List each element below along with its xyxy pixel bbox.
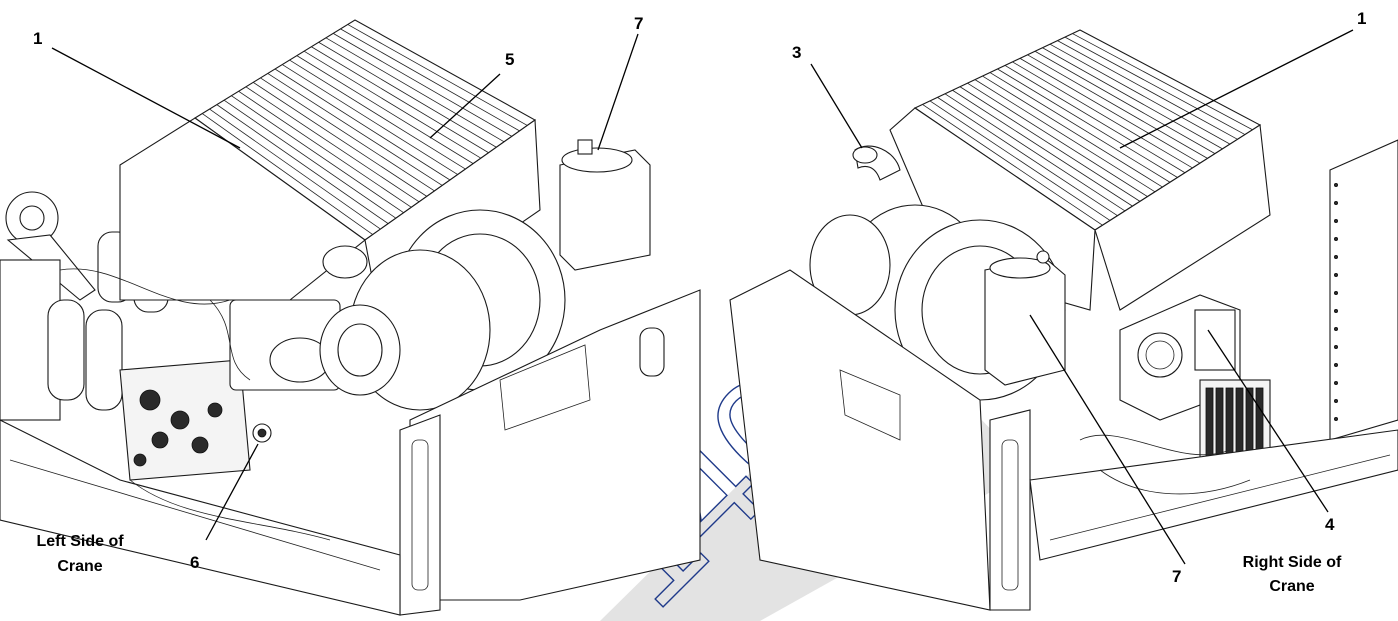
caption-left-line2: Crane	[57, 558, 102, 575]
right-radiator-fins	[922, 33, 1253, 226]
drawing-line	[967, 82, 1148, 197]
leader-left-6	[205, 443, 259, 541]
valve-section	[1215, 387, 1224, 463]
drawing-line	[1057, 40, 1238, 140]
drawing-line	[974, 79, 1156, 193]
caption-left-line1: Left Side of	[36, 533, 124, 550]
drawing-line	[325, 37, 505, 143]
drawing-line	[1012, 61, 1193, 169]
leader-left-5	[429, 73, 501, 139]
drawing-line	[296, 55, 474, 164]
rivet	[1334, 380, 1339, 385]
drawing-line	[311, 46, 489, 154]
rivet	[1334, 362, 1339, 367]
leader-right-7	[1029, 314, 1186, 565]
drawing-line	[922, 104, 1103, 226]
drawing-line	[252, 82, 428, 197]
leader-right-3	[810, 63, 863, 149]
leader-left-7	[597, 33, 639, 151]
right-panel-rivets	[1334, 182, 1339, 421]
rivet	[1334, 326, 1339, 331]
drawing-line	[1042, 47, 1223, 150]
right-side-crane-drawing	[729, 29, 1398, 611]
leader-right-1	[1119, 29, 1354, 149]
rivet	[1334, 272, 1339, 277]
rivet	[1334, 290, 1339, 295]
rivet	[1334, 254, 1339, 259]
drawing-line	[340, 28, 520, 132]
drawing-line	[937, 97, 1118, 217]
drawing-line	[1004, 65, 1186, 174]
rivet	[1334, 200, 1339, 205]
callout-left-1: 1	[33, 29, 42, 48]
caption-right-line2: Crane	[1269, 578, 1314, 595]
drawing-line	[982, 75, 1163, 188]
callout-left-7: 7	[634, 14, 643, 33]
callout-right-7: 7	[1172, 567, 1181, 586]
drawing-line	[202, 113, 373, 235]
drawing-line	[1064, 36, 1246, 135]
drawing-line	[347, 24, 528, 126]
leader-right-4	[1207, 329, 1329, 513]
rivet	[1334, 236, 1339, 241]
rivet	[1334, 416, 1339, 421]
drawing-line	[1072, 33, 1253, 131]
left-radiator-fins	[202, 24, 528, 235]
drawing-line	[332, 33, 513, 137]
valve-section	[1205, 387, 1214, 463]
drawing-line	[303, 50, 482, 159]
drawing-line	[1027, 54, 1208, 159]
drawing-line	[267, 73, 443, 186]
rivet	[1334, 182, 1339, 187]
callout-right-3: 3	[792, 43, 801, 62]
drawing-line	[216, 104, 389, 224]
leader-left-1	[51, 47, 241, 149]
drawing-line	[318, 41, 497, 148]
drawing-line	[1034, 50, 1216, 154]
drawing-line	[274, 68, 451, 181]
drawing-line	[989, 72, 1171, 183]
drawing-line	[289, 59, 466, 170]
callout-left-6: 6	[190, 553, 199, 572]
caption-right: Right Side of Crane	[1243, 554, 1342, 595]
drawing-line	[209, 108, 381, 230]
drawing-line	[245, 86, 420, 203]
drawing-line	[231, 95, 404, 214]
drawing-line	[944, 93, 1126, 212]
rivet	[1334, 398, 1339, 403]
drawing-line	[238, 90, 412, 208]
drawing-line	[952, 89, 1133, 207]
rivet	[1334, 218, 1339, 223]
rivet	[1334, 308, 1339, 313]
drawing-line	[1019, 58, 1201, 164]
drawing-line	[959, 86, 1141, 202]
rivet	[1334, 344, 1339, 349]
callouts-left: 1 5 7 6	[33, 14, 643, 572]
callout-left-5: 5	[505, 50, 514, 69]
left-side-crane-drawing	[0, 19, 701, 616]
drawing-line	[1049, 43, 1231, 145]
drawing-line	[929, 100, 1111, 221]
caption-left: Left Side of Crane	[36, 533, 124, 575]
callout-right-1: 1	[1357, 9, 1366, 28]
callouts-right: 3 1 7 4	[792, 9, 1366, 586]
callout-right-4: 4	[1325, 515, 1335, 534]
drawing-line	[260, 77, 435, 192]
drawing-line	[997, 68, 1178, 178]
leader-lines	[51, 29, 1354, 565]
drawing-line	[223, 99, 397, 219]
drawing-line	[282, 64, 458, 175]
caption-right-line1: Right Side of	[1243, 554, 1342, 571]
